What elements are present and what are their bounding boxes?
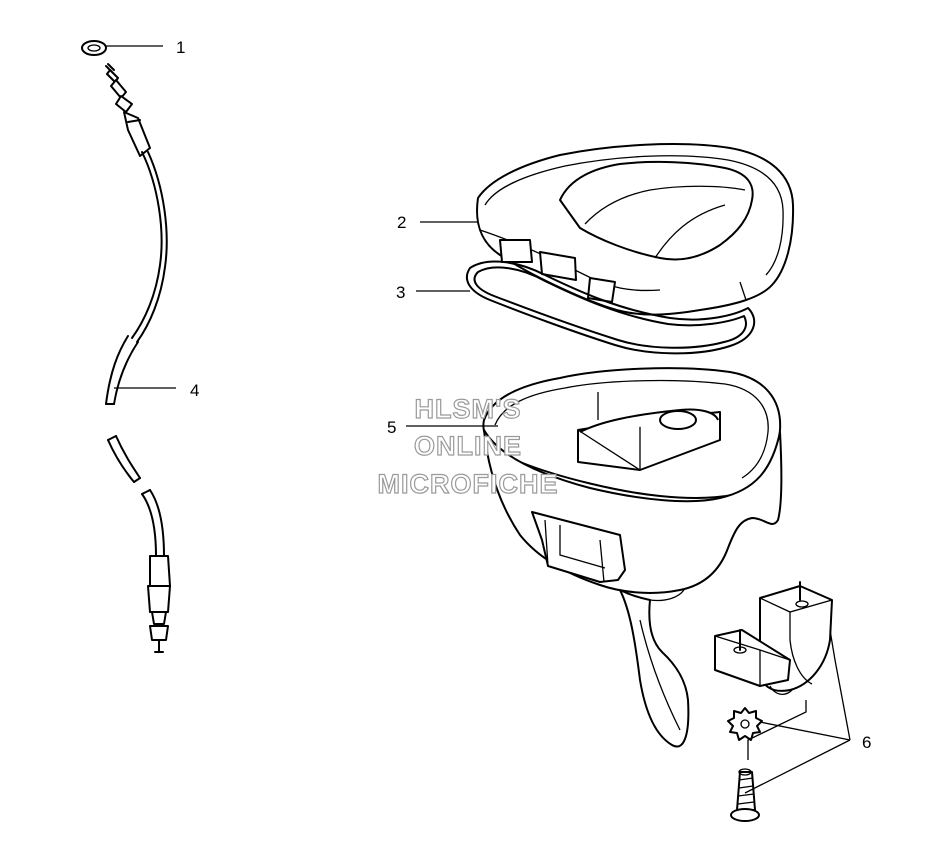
- callout-6[interactable]: 6: [862, 733, 871, 752]
- gasket[interactable]: [465, 260, 756, 355]
- watermark-line-2: ONLINE: [414, 431, 522, 461]
- switch-housing[interactable]: [482, 367, 783, 748]
- watermark: HLSM'S ONLINE MICROFICHE: [377, 393, 559, 499]
- boss: [659, 410, 697, 430]
- watermark-line-3: MICROFICHE: [378, 469, 559, 499]
- housing-cover[interactable]: [476, 143, 795, 316]
- handlebar-clamp[interactable]: [714, 581, 833, 822]
- throttle-cable[interactable]: [81, 40, 171, 653]
- watermark-line-1: HLSM'S: [415, 394, 522, 424]
- callout-4[interactable]: 4: [190, 381, 199, 400]
- callouts: 1 2 3 4 5 6: [176, 38, 871, 752]
- leader-lines: [106, 45, 851, 794]
- o-ring: [81, 40, 107, 56]
- callout-1[interactable]: 1: [176, 38, 185, 57]
- callout-3[interactable]: 3: [396, 283, 405, 302]
- callout-2[interactable]: 2: [397, 213, 406, 232]
- callout-5[interactable]: 5: [387, 418, 396, 437]
